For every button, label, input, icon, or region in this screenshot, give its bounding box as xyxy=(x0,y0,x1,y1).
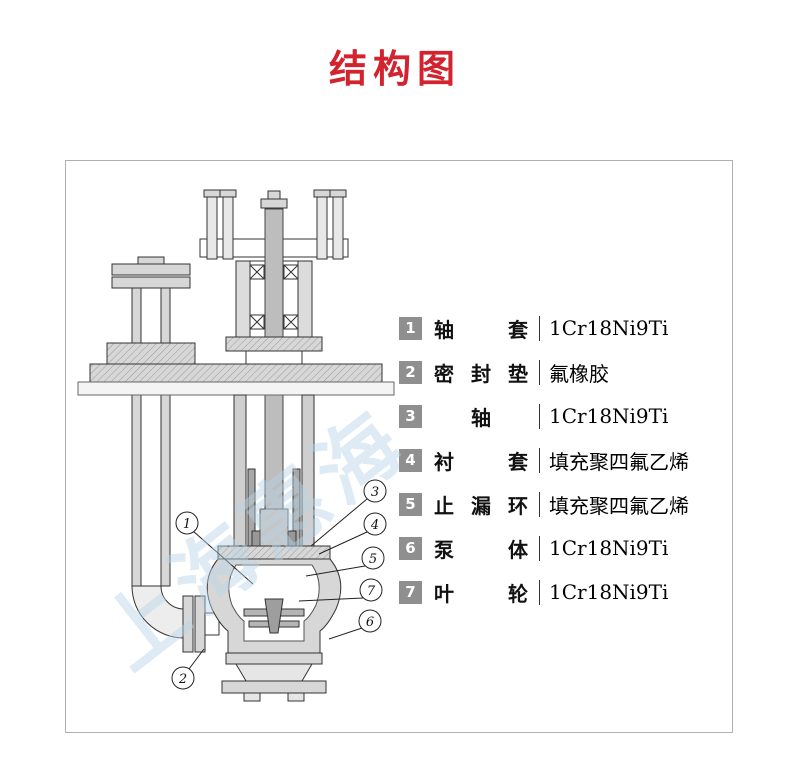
callout-3-label: 3 xyxy=(371,485,379,500)
part-material: 填充聚四氟乙烯 xyxy=(549,493,689,518)
parts-row: 4 衬套 填充聚四氟乙烯 xyxy=(399,438,729,482)
row-divider xyxy=(539,535,540,561)
callout-2-label: 2 xyxy=(178,672,187,687)
row-divider xyxy=(539,403,540,429)
part-number-badge: 6 xyxy=(399,536,422,560)
part-material: 1Cr18Ni9Ti xyxy=(549,404,669,428)
part-material: 填充聚四氟乙烯 xyxy=(549,449,689,474)
part-number-badge: 1 xyxy=(399,316,422,340)
part-number-badge: 3 xyxy=(399,404,422,428)
callout-4-label: 4 xyxy=(370,518,379,533)
page-title: 结构图 xyxy=(328,47,461,91)
part-name-char: 轴 xyxy=(434,317,454,342)
callout-6: 6 xyxy=(358,609,382,633)
callout-1: 1 xyxy=(175,511,199,535)
row-divider xyxy=(539,359,540,385)
part-name: 叶轮 xyxy=(434,578,528,607)
mounting-plate xyxy=(77,363,395,396)
part-name-char: 垫 xyxy=(508,361,528,386)
part-name: 轴 xyxy=(434,402,528,431)
parts-row: 3 轴 1Cr18Ni9Ti xyxy=(399,394,729,438)
part-name: 轴套 xyxy=(434,314,528,343)
part-number-badge: 2 xyxy=(399,360,422,384)
callout-leader-lines xyxy=(188,498,368,670)
bearings xyxy=(249,264,299,330)
part-name: 衬套 xyxy=(434,446,528,475)
part-name-char: 叶 xyxy=(434,581,454,606)
callout-5-label: 5 xyxy=(369,552,377,567)
part-name-char: 轮 xyxy=(508,581,528,606)
parts-row: 7 叶轮 1Cr18Ni9Ti xyxy=(399,570,729,614)
part-material: 1Cr18Ni9Ti xyxy=(549,536,669,560)
part-name-char: 套 xyxy=(508,317,528,342)
part-name-char: 轴 xyxy=(471,405,491,430)
parts-row: 5 止漏环 填充聚四氟乙烯 xyxy=(399,482,729,526)
callout-6-label: 6 xyxy=(366,615,374,630)
part-name-char: 衬 xyxy=(434,449,454,474)
part-name-char: 泵 xyxy=(434,537,454,562)
pump-structure-drawing: 1 2 3 4 5 xyxy=(77,189,395,702)
part-material: 1Cr18Ni9Ti xyxy=(549,580,669,604)
discharge-pipe xyxy=(106,256,220,653)
callout-3: 3 xyxy=(363,479,387,503)
row-divider xyxy=(539,579,540,605)
part-name: 泵体 xyxy=(434,534,528,563)
row-divider xyxy=(539,447,540,473)
part-name-char: 体 xyxy=(508,537,528,562)
callout-7-label: 7 xyxy=(367,584,376,599)
part-name: 止漏环 xyxy=(434,490,528,519)
part-name-char: 环 xyxy=(508,493,528,518)
impeller xyxy=(243,598,305,634)
parts-table: 1 轴套 1Cr18Ni9Ti 2 密封垫 氟橡胶 3 轴 1Cr18Ni9Ti… xyxy=(399,306,729,614)
callout-7: 7 xyxy=(359,578,383,602)
callout-4: 4 xyxy=(363,512,387,536)
part-number-badge: 7 xyxy=(399,580,422,604)
part-name-char: 漏 xyxy=(471,493,491,518)
part-number-badge: 4 xyxy=(399,448,422,472)
part-name-char: 密 xyxy=(434,361,454,386)
parts-row: 2 密封垫 氟橡胶 xyxy=(399,350,729,394)
row-divider xyxy=(539,315,540,341)
callout-1-label: 1 xyxy=(183,517,191,532)
part-name-char: 套 xyxy=(508,449,528,474)
part-material: 1Cr18Ni9Ti xyxy=(549,316,669,340)
part-name-char: 止 xyxy=(434,493,454,518)
callout-2: 2 xyxy=(171,666,195,690)
part-name-char: 封 xyxy=(471,361,491,386)
bearing-housing-flange xyxy=(225,336,323,365)
part-number-badge: 5 xyxy=(399,492,422,516)
part-material: 氟橡胶 xyxy=(549,361,609,386)
row-divider xyxy=(539,491,540,517)
parts-row: 6 泵体 1Cr18Ni9Ti xyxy=(399,526,729,570)
parts-row: 1 轴套 1Cr18Ni9Ti xyxy=(399,306,729,350)
part-name: 密封垫 xyxy=(434,358,528,387)
callout-5: 5 xyxy=(361,546,385,570)
diagram-frame: 1 2 3 4 5 xyxy=(65,160,733,733)
